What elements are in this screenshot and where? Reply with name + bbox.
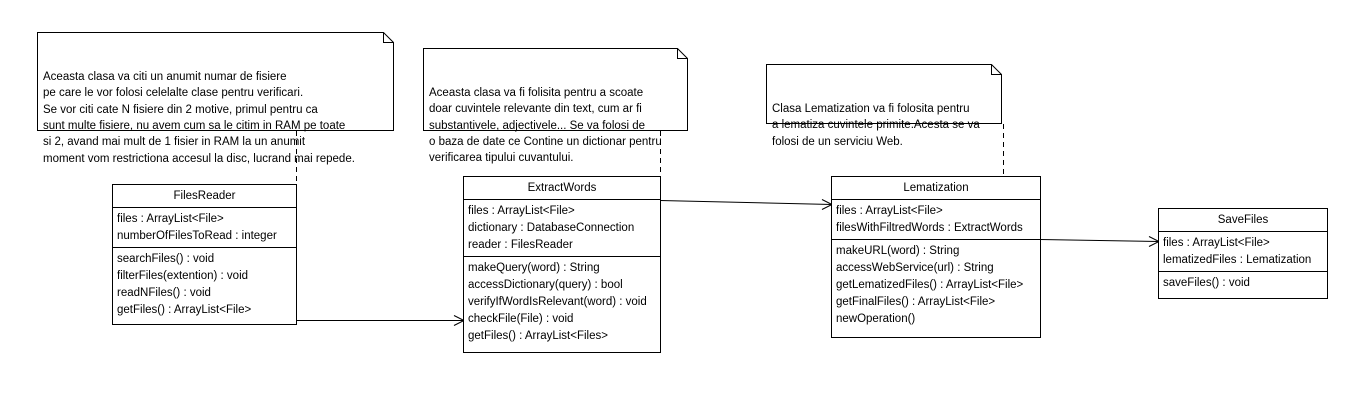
- note-filesreader: Aceasta clasa va citi un anumit numar de…: [37, 32, 394, 165]
- note-line: Aceasta clasa va fi folisita pentru a sc…: [429, 86, 644, 99]
- association-extractwords-lematization: [659, 200, 833, 205]
- operations-compartment: makeQuery(word) : String accessDictionary…: [464, 256, 660, 347]
- note-text: Aceasta clasa va fi folisita pentru a sc…: [429, 85, 682, 167]
- class-extractwords[interactable]: ExtractWords files : ArrayList<File> dicti…: [463, 176, 661, 353]
- note-line: sunt multe fisiere, nu avem cum sa le ci…: [43, 120, 346, 133]
- note-line: verificarea tipului cuvantului.: [429, 152, 574, 165]
- attributes-compartment: files : ArrayList<File> lematizedFiles : …: [1159, 232, 1327, 271]
- class-name: FilesReader: [113, 185, 296, 208]
- operation-row[interactable]: makeURL(word) : String: [836, 245, 960, 257]
- attribute-row[interactable]: reader : FilesReader: [468, 239, 573, 251]
- note-lematization: Clasa Lematization va fi folosita pentru…: [766, 64, 1002, 148]
- association-lematization-savefiles: [1039, 239, 1160, 242]
- operation-row[interactable]: accessWebService(url) : String: [836, 262, 994, 274]
- class-savefiles[interactable]: SaveFiles files : ArrayList<File> lematize…: [1158, 208, 1328, 299]
- operation-row[interactable]: verifyIfWordIsRelevant(word) : void: [468, 296, 647, 308]
- note-text: Aceasta clasa va citi un anumit numar de…: [43, 69, 388, 167]
- class-filesreader[interactable]: FilesReader files : ArrayList<File> number…: [112, 184, 297, 325]
- operation-row[interactable]: saveFiles() : void: [1163, 277, 1250, 289]
- note-line: o baza de date ce Contine un dictionar p…: [429, 136, 662, 149]
- note-frame: [766, 64, 1002, 124]
- note-extractwords: Aceasta clasa va fi folisita pentru a sc…: [423, 48, 688, 164]
- operation-row[interactable]: filterFiles(extention) : void: [117, 270, 249, 282]
- operation-row[interactable]: checkFile(File) : void: [468, 313, 574, 325]
- note-line: Aceasta clasa va citi un anumit numar de…: [43, 70, 287, 83]
- note-line: folosi de un serviciu Web.: [772, 135, 903, 148]
- attribute-row[interactable]: filesWithFiltredWords : ExtractWords: [836, 222, 1023, 234]
- class-name: SaveFiles: [1159, 209, 1327, 232]
- note-line: doar cuvintele relevante din text, cum a…: [429, 103, 642, 116]
- note-line: si 2, avand mai mult de 1 fisier in RAM …: [43, 136, 306, 149]
- operation-row[interactable]: getLematizedFiles() : ArrayList<File>: [836, 279, 1024, 291]
- note-line: substantivele, adjectivele... Se va folo…: [429, 119, 646, 132]
- attribute-row[interactable]: files : ArrayList<File>: [117, 213, 224, 225]
- attributes-compartment: files : ArrayList<File> numberOfFilesToRe…: [113, 208, 296, 247]
- operation-row[interactable]: getFinalFiles() : ArrayList<File>: [836, 296, 996, 308]
- operation-row[interactable]: getFiles() : ArrayList<File>: [117, 304, 252, 316]
- attribute-row[interactable]: lematizedFiles : Lematization: [1163, 254, 1312, 266]
- note-line: a lematiza cuvintele primite.Acesta se v…: [772, 119, 980, 132]
- note-line: pe care le vor folosi celelalte clase pe…: [43, 87, 304, 100]
- operation-row[interactable]: newOperation(): [836, 313, 916, 325]
- note-frame: [37, 32, 394, 131]
- note-line: moment vom restrictiona accesul la disc,…: [43, 152, 355, 165]
- attribute-row[interactable]: dictionary : DatabaseConnection: [468, 222, 635, 234]
- operation-row[interactable]: getFiles() : ArrayList<Files>: [468, 330, 608, 342]
- attribute-row[interactable]: files : ArrayList<File>: [1163, 237, 1270, 249]
- operations-compartment: saveFiles() : void: [1159, 271, 1327, 294]
- attribute-row[interactable]: files : ArrayList<File>: [468, 205, 575, 217]
- operation-row[interactable]: searchFiles() : void: [117, 253, 215, 265]
- note-text: Clasa Lematization va fi folosita pentru…: [772, 101, 996, 150]
- operations-compartment: searchFiles() : void filterFiles(extentio…: [113, 247, 296, 321]
- class-name: Lematization: [832, 177, 1040, 200]
- operations-compartment: makeURL(word) : String accessWebService(u…: [832, 239, 1040, 330]
- note-line: Se vor citi cate N fisiere din 2 motive,…: [43, 103, 318, 116]
- attributes-compartment: files : ArrayList<File> filesWithFiltredW…: [832, 200, 1040, 239]
- operation-row[interactable]: accessDictionary(query) : bool: [468, 279, 623, 291]
- attribute-row[interactable]: numberOfFilesToRead : integer: [117, 230, 277, 242]
- operation-row[interactable]: readNFiles() : void: [117, 287, 211, 299]
- attribute-row[interactable]: files : ArrayList<File>: [836, 205, 943, 217]
- attributes-compartment: files : ArrayList<File> dictionary : Data…: [464, 200, 660, 256]
- note-line: Clasa Lematization va fi folosita pentru: [772, 102, 970, 115]
- operation-row[interactable]: makeQuery(word) : String: [468, 262, 600, 274]
- class-name: ExtractWords: [464, 177, 660, 200]
- note-frame: [423, 48, 688, 131]
